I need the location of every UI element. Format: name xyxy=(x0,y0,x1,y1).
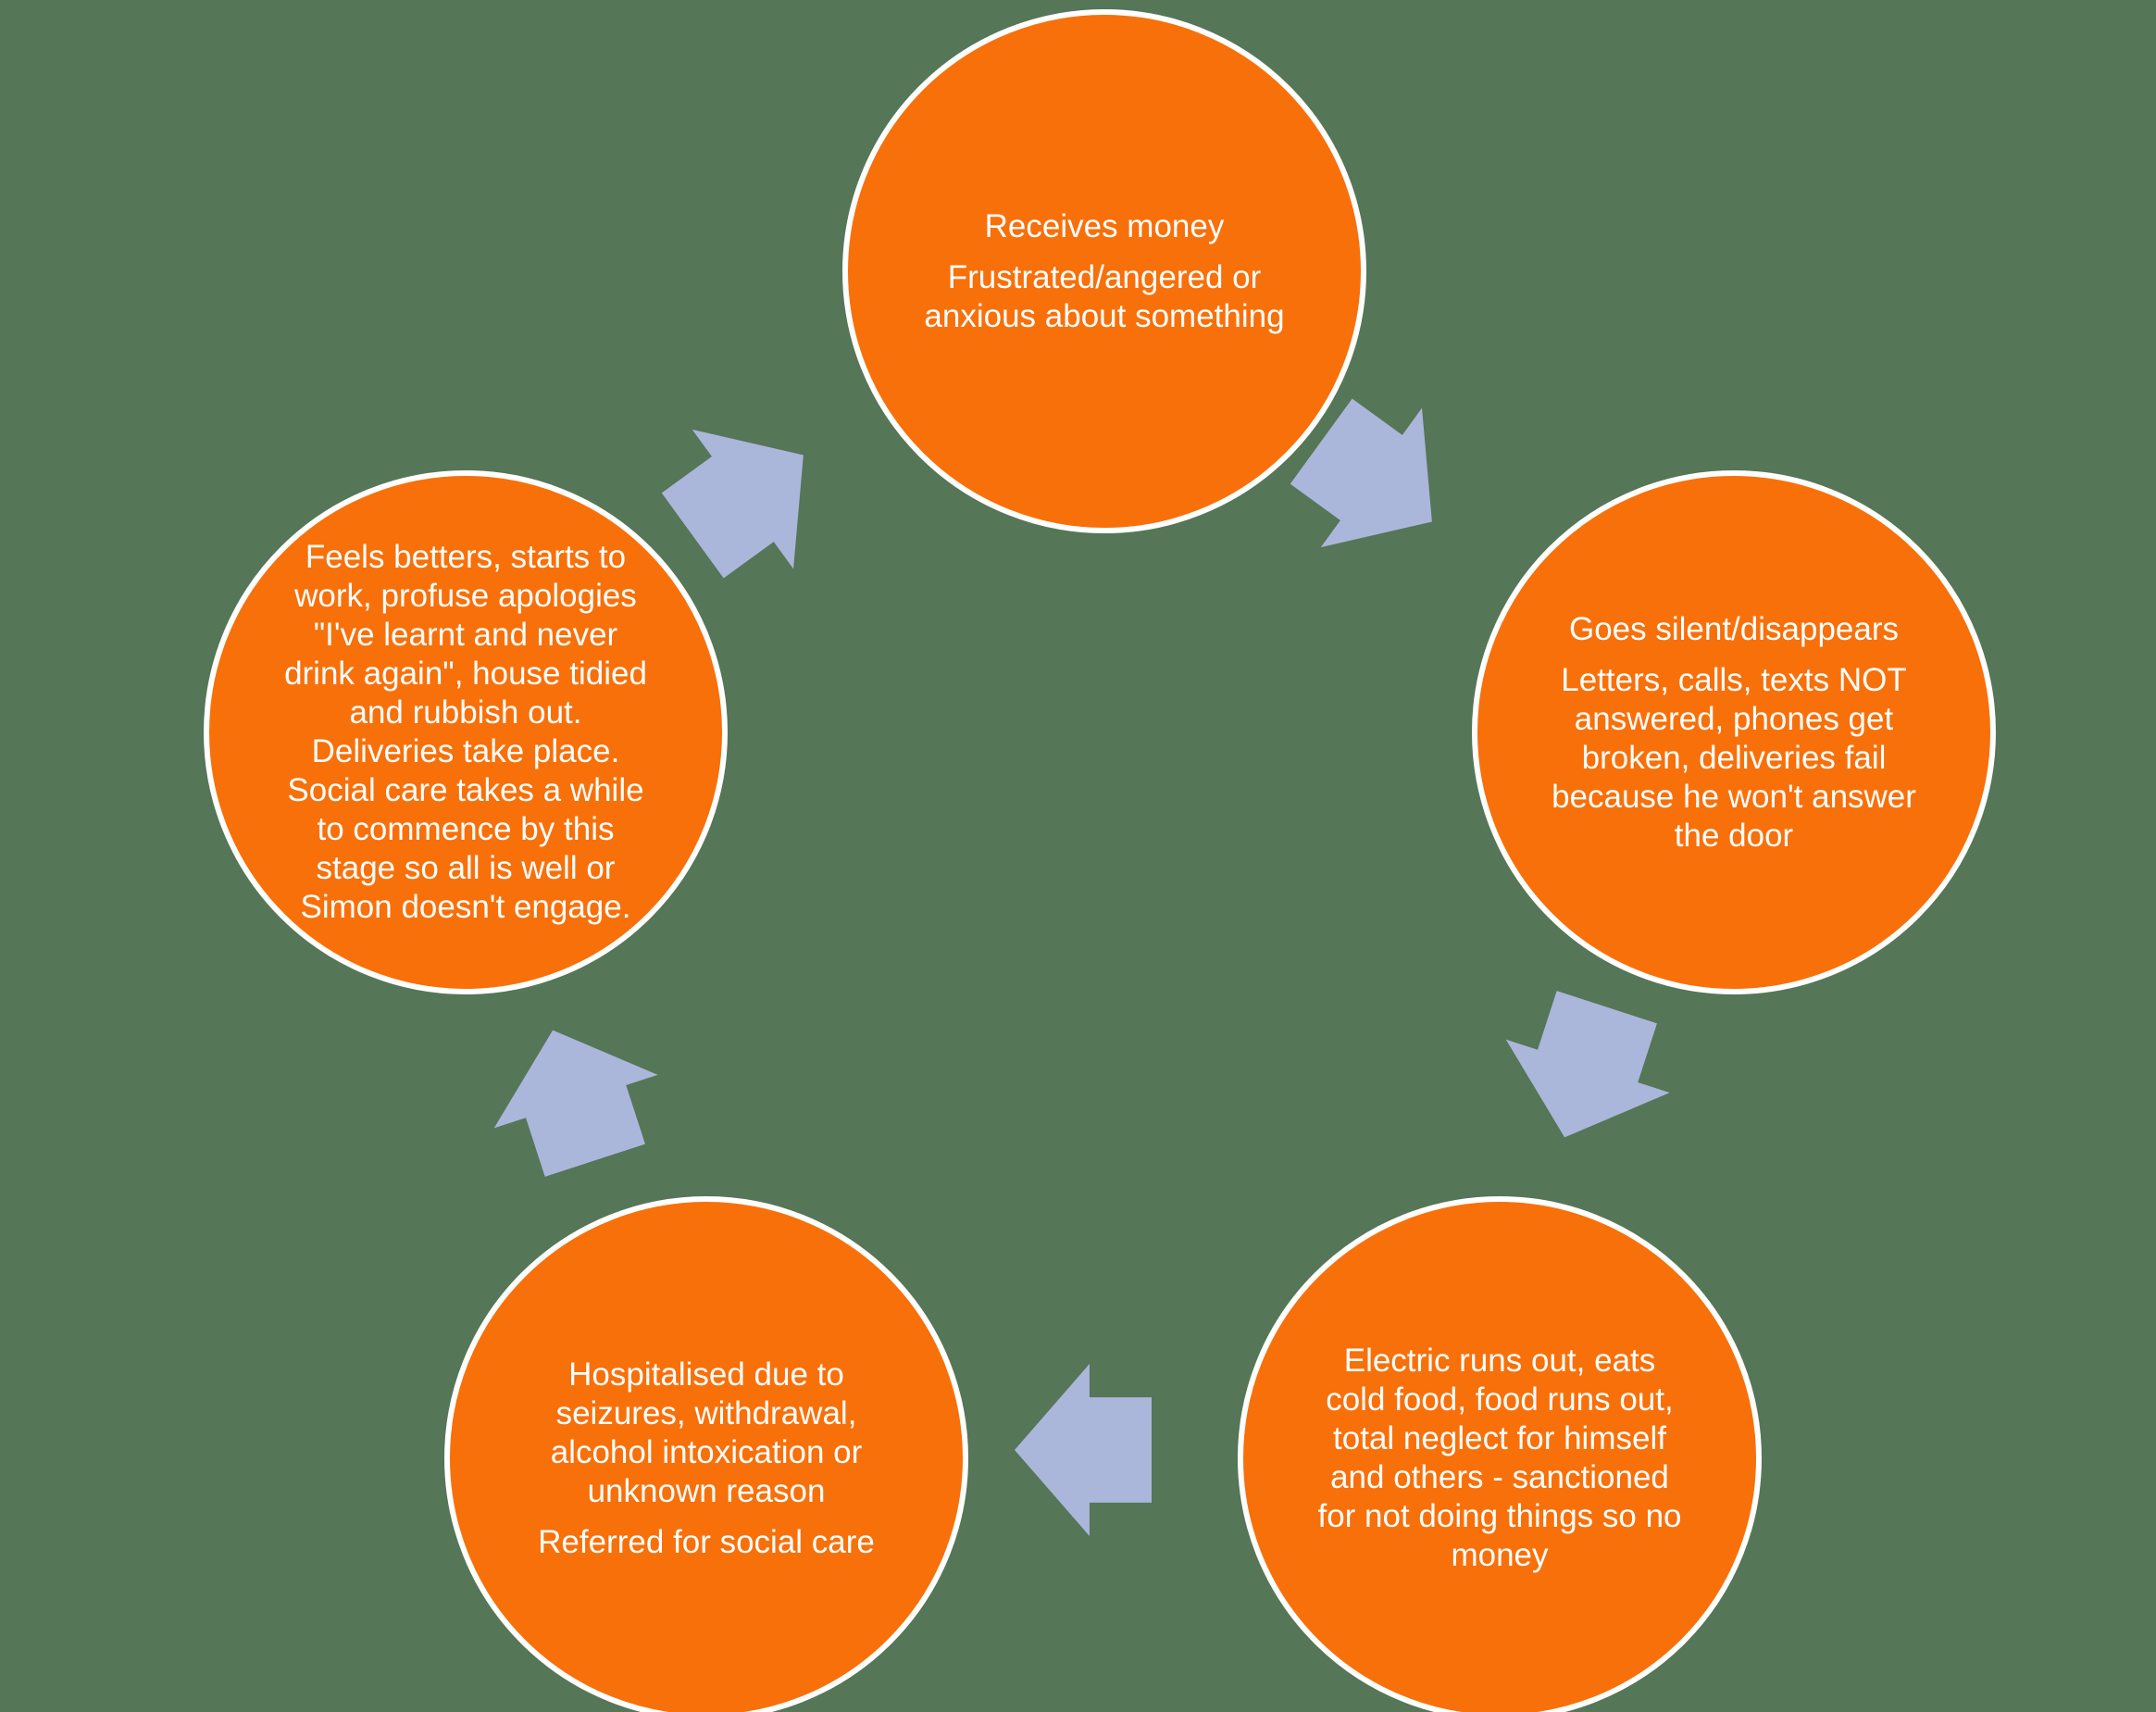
arrow-right-to-bottom-right-icon xyxy=(1483,981,1689,1164)
node-goes-silent: Goes silent/disappears Letters, calls, t… xyxy=(1472,470,1996,994)
node-text: Feels betters, starts to work, profuse a… xyxy=(284,539,647,925)
node-text: Goes silent/disappears xyxy=(1568,610,1900,647)
node-feels-better: Feels betters, starts to work, profuse a… xyxy=(204,470,728,994)
node-text: Frustrated/angered or anxious about some… xyxy=(924,258,1285,334)
node-text: Referred for social care xyxy=(538,1523,875,1560)
node-text: Hospitalised due to seizures, withdrawal… xyxy=(550,1356,863,1509)
node-receives-money: Receives money Frustrated/angered or anx… xyxy=(842,9,1366,533)
node-text: Electric runs out, eats cold food, food … xyxy=(1317,1343,1682,1573)
arrow-bottom-left-to-left-icon xyxy=(471,1004,678,1187)
node-hospitalised: Hospitalised due to seizures, withdrawal… xyxy=(444,1196,968,1712)
node-text: Letters, calls, texts NOT answered, phon… xyxy=(1552,661,1916,854)
arrow-bottom-right-to-bottom-left-icon xyxy=(1015,1364,1152,1536)
node-electric-runs-out: Electric runs out, eats cold food, food … xyxy=(1238,1196,1762,1712)
node-text: Receives money xyxy=(984,207,1225,244)
